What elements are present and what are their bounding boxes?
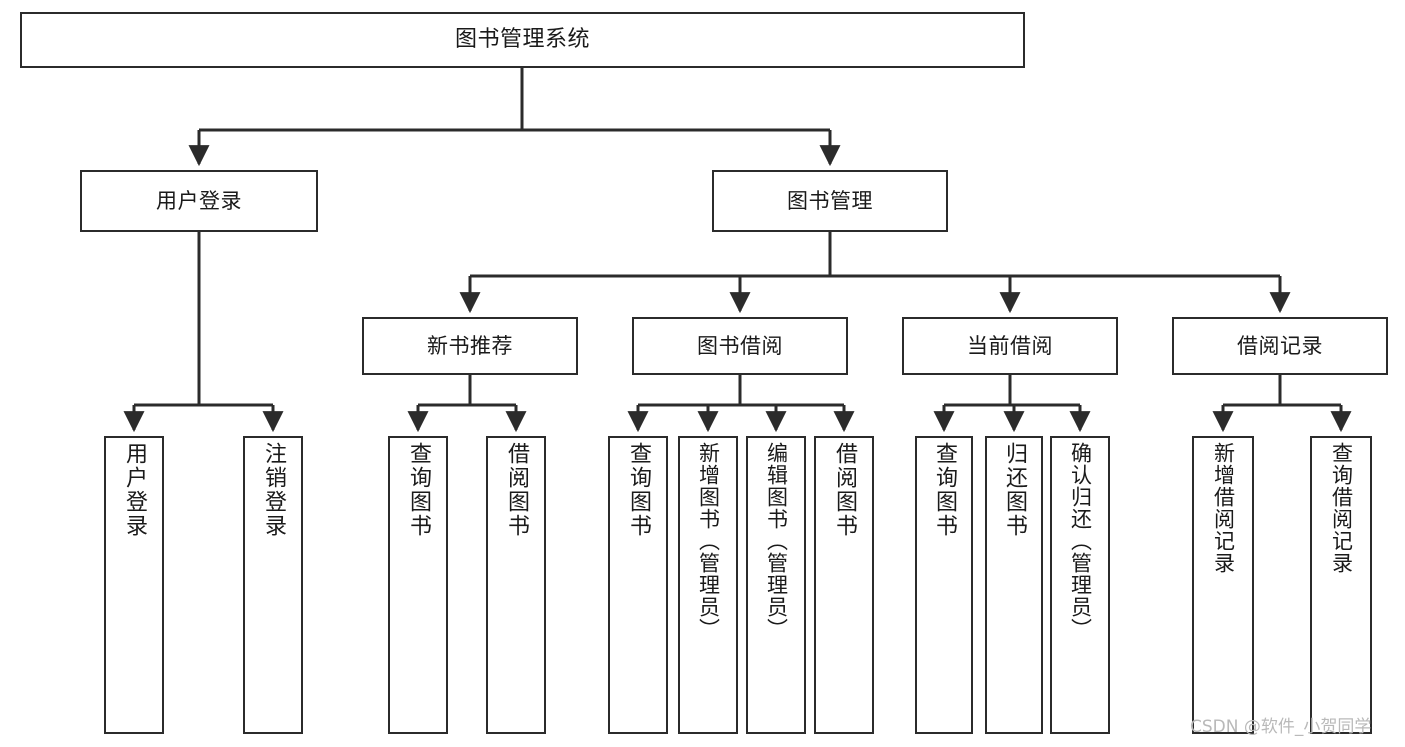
leaf-node-8-label: 查询图书 — [932, 442, 957, 538]
leaf-node-3[interactable]: 借阅图书 — [486, 436, 546, 734]
leaf-node-9[interactable]: 归还图书 — [985, 436, 1043, 734]
leaf-node-5-label: 新增图书（管理员） — [696, 442, 721, 640]
level2-node-1-label: 图书管理 — [787, 188, 873, 213]
level3-node-3[interactable]: 借阅记录 — [1172, 317, 1388, 375]
root-node[interactable]: 图书管理系统 — [20, 12, 1025, 68]
leaf-node-6-label: 编辑图书（管理员） — [764, 442, 789, 640]
leaf-node-5[interactable]: 新增图书（管理员） — [678, 436, 738, 734]
leaf-node-10[interactable]: 确认归还（管理员） — [1050, 436, 1110, 734]
level2-node-0[interactable]: 用户登录 — [80, 170, 318, 232]
level3-node-1[interactable]: 图书借阅 — [632, 317, 848, 375]
level2-node-1[interactable]: 图书管理 — [712, 170, 948, 232]
leaf-node-0[interactable]: 用户登录 — [104, 436, 164, 734]
leaf-node-11-label: 新增借阅记录 — [1211, 442, 1236, 574]
level3-node-2[interactable]: 当前借阅 — [902, 317, 1118, 375]
leaf-node-3-label: 借阅图书 — [504, 442, 529, 538]
leaf-node-0-label: 用户登录 — [122, 442, 147, 538]
leaf-node-1-label: 注销登录 — [261, 442, 286, 538]
root-node-label: 图书管理系统 — [454, 27, 590, 53]
level3-node-2-label: 当前借阅 — [967, 333, 1053, 358]
leaf-node-9-label: 归还图书 — [1002, 442, 1027, 538]
level2-node-0-label: 用户登录 — [156, 188, 242, 213]
leaf-node-12-label: 查询借阅记录 — [1329, 442, 1354, 574]
leaf-node-2[interactable]: 查询图书 — [388, 436, 448, 734]
leaf-node-12[interactable]: 查询借阅记录 — [1310, 436, 1372, 734]
level3-node-3-label: 借阅记录 — [1237, 333, 1323, 358]
level3-node-0[interactable]: 新书推荐 — [362, 317, 578, 375]
level3-node-1-label: 图书借阅 — [697, 333, 783, 358]
leaf-node-6[interactable]: 编辑图书（管理员） — [746, 436, 806, 734]
leaf-node-4[interactable]: 查询图书 — [608, 436, 668, 734]
leaf-node-7-label: 借阅图书 — [832, 442, 857, 538]
leaf-node-8[interactable]: 查询图书 — [915, 436, 973, 734]
leaf-node-10-label: 确认归还（管理员） — [1068, 442, 1093, 640]
leaf-node-11[interactable]: 新增借阅记录 — [1192, 436, 1254, 734]
leaf-node-1[interactable]: 注销登录 — [243, 436, 303, 734]
leaf-node-7[interactable]: 借阅图书 — [814, 436, 874, 734]
watermark: CSDN @软件_小贺同学 — [1190, 717, 1372, 737]
leaf-node-4-label: 查询图书 — [626, 442, 651, 538]
leaf-node-2-label: 查询图书 — [406, 442, 431, 538]
level3-node-0-label: 新书推荐 — [427, 333, 513, 358]
